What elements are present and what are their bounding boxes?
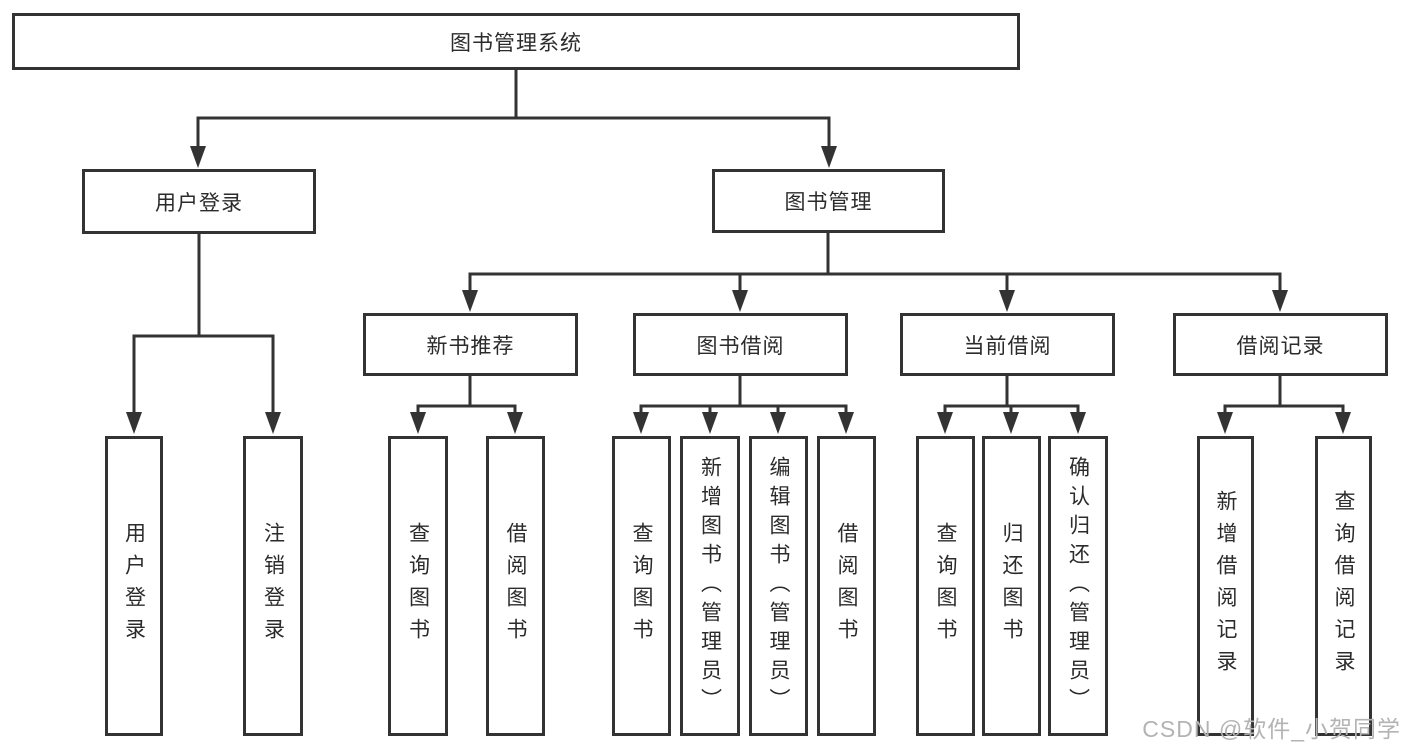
node-confirm-return-admin-label: 确认归还（管理员）	[1066, 455, 1090, 717]
node-user-login-group-label: 用户登录	[155, 191, 243, 215]
node-user-login-group: 用户登录	[82, 169, 316, 234]
node-add-borrow-record-label: 新增借阅记录	[1214, 490, 1237, 682]
node-current-borrowing-label: 当前借阅	[963, 334, 1052, 358]
node-borrow-records: 借阅记录	[1173, 313, 1388, 376]
node-query-books-3: 查询图书	[916, 436, 975, 736]
node-current-borrowing: 当前借阅	[900, 313, 1115, 376]
node-add-book-admin: 新增图书（管理员）	[680, 436, 740, 736]
node-library-system-label: 图书管理系统	[450, 31, 582, 55]
node-query-books-2-label: 查询图书	[630, 522, 653, 650]
node-borrow-books-2: 借阅图书	[817, 436, 876, 736]
node-return-books: 归还图书	[982, 436, 1041, 736]
node-query-books-2: 查询图书	[612, 436, 671, 736]
node-query-borrow-record: 查询借阅记录	[1315, 436, 1372, 736]
node-add-book-admin-label: 新增图书（管理员）	[698, 455, 722, 717]
node-borrow-records-label: 借阅记录	[1236, 334, 1325, 358]
node-user-login: 用户登录	[105, 436, 163, 736]
node-user-login-label: 用户登录	[122, 522, 146, 650]
node-query-books-3-label: 查询图书	[934, 522, 957, 650]
node-return-books-label: 归还图书	[1000, 522, 1023, 650]
node-book-management-label: 图书管理	[784, 191, 873, 214]
node-edit-book-admin-label: 编辑图书（管理员）	[767, 455, 790, 717]
node-book-borrowing-label: 图书借阅	[696, 334, 785, 358]
node-edit-book-admin: 编辑图书（管理员）	[749, 436, 808, 736]
node-add-borrow-record: 新增借阅记录	[1197, 436, 1254, 736]
node-book-borrowing: 图书借阅	[633, 313, 848, 376]
node-query-books-1: 查询图书	[388, 436, 448, 736]
node-confirm-return-admin: 确认归还（管理员）	[1048, 436, 1108, 736]
arrowheads	[126, 146, 1351, 434]
node-borrow-books-1: 借阅图书	[486, 436, 545, 736]
node-book-management: 图书管理	[712, 169, 945, 233]
node-logout-label: 注销登录	[261, 522, 285, 650]
node-new-book-recommend-label: 新书推荐	[426, 334, 515, 358]
node-new-book-recommend: 新书推荐	[363, 313, 578, 376]
node-library-system: 图书管理系统	[12, 13, 1020, 70]
node-borrow-books-1-label: 借阅图书	[504, 522, 527, 650]
node-logout: 注销登录	[243, 436, 303, 736]
node-borrow-books-2-label: 借阅图书	[835, 522, 858, 650]
node-query-books-1-label: 查询图书	[406, 522, 430, 650]
node-query-borrow-record-label: 查询借阅记录	[1332, 490, 1355, 682]
